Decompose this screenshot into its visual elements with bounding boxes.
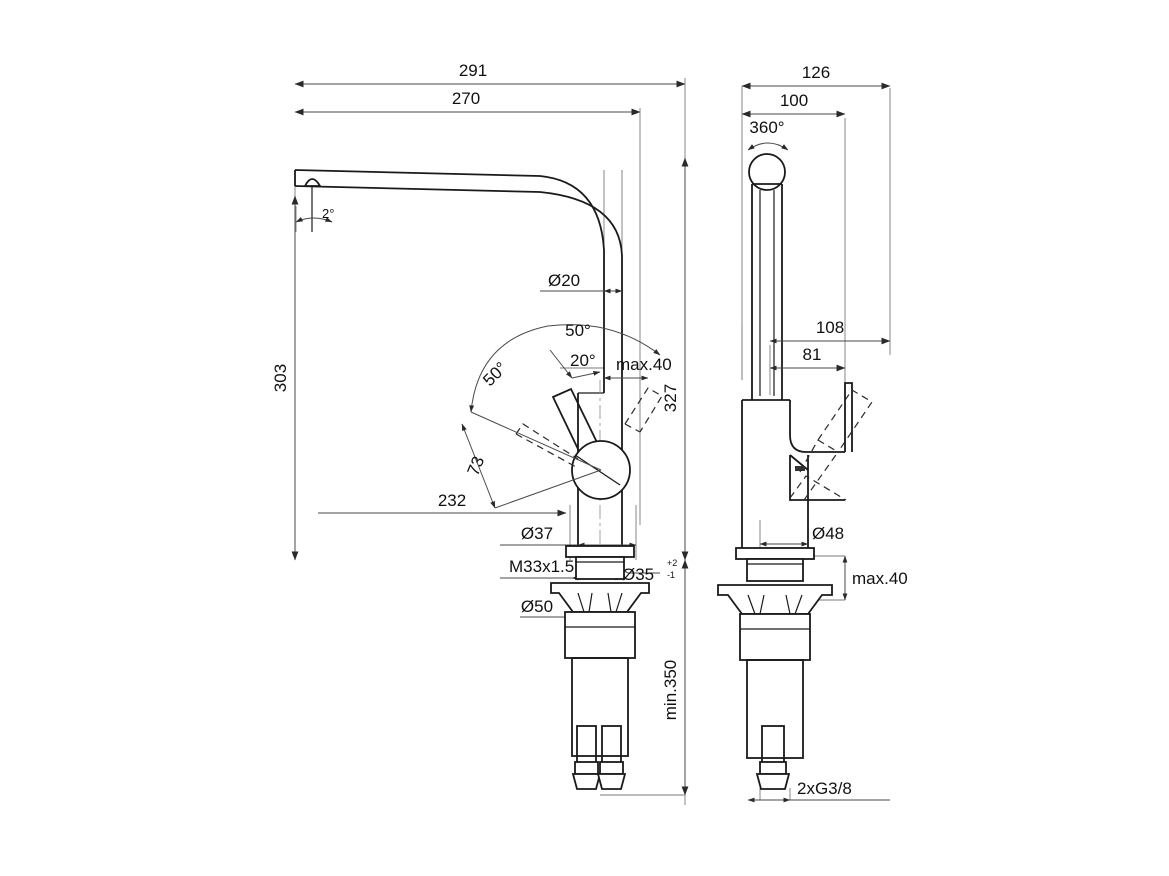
dim-label-d35-tol-plus: +2 bbox=[667, 558, 677, 568]
dim-label-d48: Ø48 bbox=[812, 524, 844, 543]
spout-body bbox=[294, 169, 623, 380]
dim-label-100: 100 bbox=[780, 91, 808, 110]
dim-spout-bore: Ø20 bbox=[540, 271, 623, 294]
dim-label-2xg38: 2xG3/8 bbox=[797, 779, 852, 798]
dim-lever-clearance: max.40 bbox=[603, 355, 672, 381]
dim-hose-length: min.350 bbox=[600, 559, 689, 796]
front-base-assembly bbox=[550, 545, 650, 659]
dim-spout-angle: 2° bbox=[295, 206, 334, 232]
side-indicator-mark bbox=[795, 466, 805, 471]
dim-label-303: 303 bbox=[271, 364, 290, 392]
dim-connection: 2xG3/8 bbox=[747, 779, 890, 803]
dim-overall-depth: 126 bbox=[741, 63, 891, 90]
dim-overall-reach: 291 bbox=[294, 61, 686, 88]
dim-label-50-upper: 50° bbox=[565, 321, 591, 340]
dim-lever-depth-inner: 81 bbox=[769, 345, 846, 372]
dim-label-d20: Ø20 bbox=[548, 271, 580, 290]
dim-lever-depth-outer: 108 bbox=[769, 318, 891, 345]
dim-label-20deg: 20° bbox=[570, 351, 596, 370]
dim-label-108: 108 bbox=[816, 318, 844, 337]
front-hoses bbox=[571, 657, 629, 790]
dim-label-max40-front: max.40 bbox=[616, 355, 672, 374]
dim-body-height: 327 bbox=[661, 157, 689, 561]
dim-label-max40-side: max.40 bbox=[852, 569, 908, 588]
dim-label-81: 81 bbox=[803, 345, 822, 364]
dim-spout-depth: 100 bbox=[741, 91, 846, 118]
dim-label-327: 327 bbox=[661, 384, 680, 412]
dim-label-2deg: 2° bbox=[322, 206, 334, 221]
front-view: 291 270 303 327 min.350 bbox=[271, 61, 689, 805]
dim-lever-swing-inner: 20° bbox=[549, 349, 601, 379]
dim-body-diameter: Ø37 bbox=[500, 524, 637, 548]
dim-spout-reach: 270 bbox=[294, 89, 641, 116]
dim-label-360: 360° bbox=[749, 118, 784, 137]
dim-label-126: 126 bbox=[802, 63, 830, 82]
side-column bbox=[741, 184, 873, 548]
dim-label-d35: Ø35 bbox=[622, 565, 654, 584]
dim-label-d37: Ø37 bbox=[521, 524, 553, 543]
side-base-assembly bbox=[717, 547, 833, 661]
dim-label-d35-tol-minus: -1 bbox=[667, 570, 675, 580]
dim-side-base-diameter: Ø48 bbox=[759, 524, 844, 547]
dim-label-min350: min.350 bbox=[661, 660, 680, 720]
dim-label-270: 270 bbox=[452, 89, 480, 108]
dim-label-291: 291 bbox=[459, 61, 487, 80]
dim-label-m33: M33x1.5 bbox=[509, 557, 574, 576]
dim-label-d50: Ø50 bbox=[521, 597, 553, 616]
side-view: 126 100 360° bbox=[717, 63, 908, 803]
side-spout-head bbox=[748, 153, 786, 191]
dim-spout-rotation: 360° bbox=[747, 118, 789, 151]
dim-lever-reach: 232 bbox=[318, 491, 567, 517]
dim-label-232: 232 bbox=[438, 491, 466, 510]
dim-counter-thickness: max.40 bbox=[842, 555, 908, 601]
side-hose bbox=[746, 659, 804, 790]
dim-lever-swing-upper: 50° bbox=[547, 321, 661, 356]
dim-overall-height: 303 bbox=[271, 195, 299, 561]
